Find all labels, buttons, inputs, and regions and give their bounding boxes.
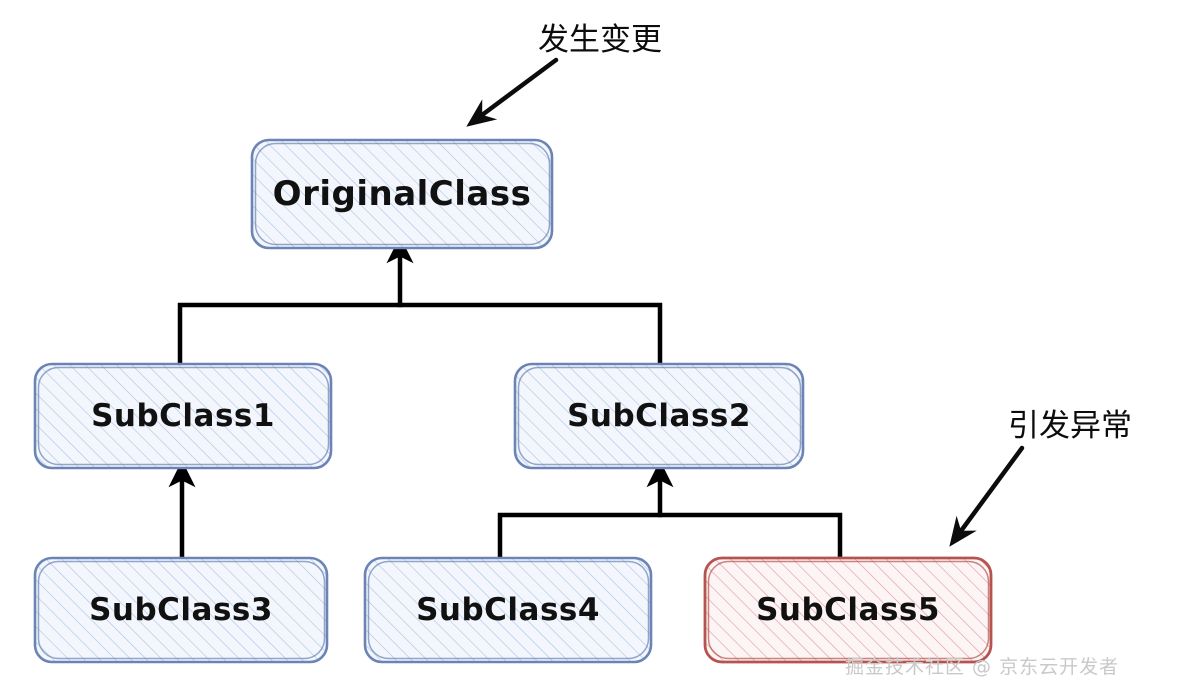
node-hatch — [35, 364, 331, 468]
node-border — [513, 362, 805, 470]
edge-subclasses-to-original — [177, 236, 663, 369]
connector-layer — [168, 236, 843, 563]
edge-bus-lower — [497, 512, 843, 563]
node-border — [33, 556, 329, 664]
node-subclass5[interactable] — [703, 556, 993, 664]
node-subclass1[interactable] — [33, 362, 333, 470]
node-border-sketch — [254, 142, 551, 246]
node-border-sketch — [517, 366, 802, 466]
node-hatch — [35, 558, 327, 662]
node-hatch — [252, 140, 552, 248]
node-subclass3[interactable] — [33, 556, 329, 664]
edge-bus-top — [177, 302, 663, 369]
annotation-change-note: 发生变更 — [538, 22, 662, 58]
node-hatch — [365, 558, 651, 662]
node-border — [363, 556, 653, 664]
node-original-class[interactable] — [250, 138, 554, 250]
node-subclass4[interactable] — [363, 556, 653, 664]
edge-subclasses-to-sub2 — [497, 460, 843, 563]
node-border — [250, 138, 554, 250]
node-layer — [33, 138, 993, 664]
node-subclass2[interactable] — [513, 362, 805, 470]
node-hatch — [705, 558, 991, 662]
annotation-arrow-layer — [466, 57, 1025, 547]
watermark-text: 掘金技术社区 @ 京东云开发者 — [845, 656, 1120, 678]
annotation-exception-note: 引发异常 — [1008, 408, 1132, 444]
node-border-sketch — [37, 366, 330, 466]
change-note-arrow — [466, 57, 559, 127]
node-hatch — [515, 364, 803, 468]
node-border — [703, 556, 993, 664]
exception-note-arrow — [949, 445, 1025, 547]
node-border-sketch — [367, 560, 650, 660]
node-border-sketch — [37, 560, 326, 660]
node-border — [33, 362, 333, 470]
node-border-sketch — [707, 560, 990, 660]
